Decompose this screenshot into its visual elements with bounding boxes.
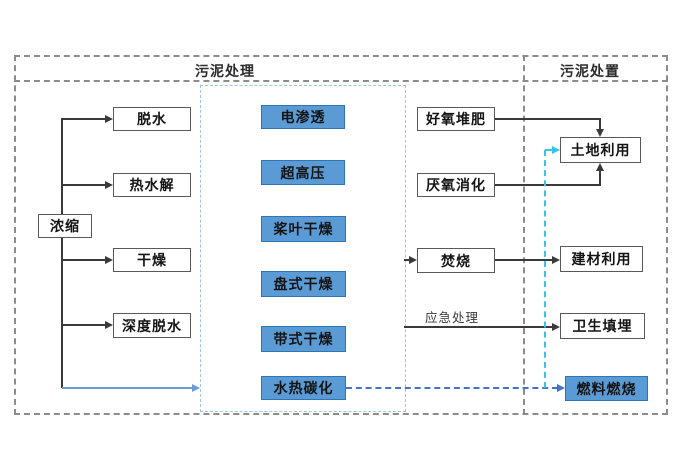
connector-compost-vertical <box>599 118 601 130</box>
arrowhead-drying <box>105 256 113 264</box>
node-sanitary-landfill: 卫生填埋 <box>560 313 645 339</box>
connector-group-incineration <box>404 259 409 261</box>
connector-incineration-building <box>495 259 552 261</box>
node-belt-drying: 带式干燥 <box>261 326 346 352</box>
connector-trunk-group-blue <box>62 387 193 389</box>
node-incineration: 焚烧 <box>417 248 495 273</box>
region-title-disposal: 污泥处置 <box>560 64 620 80</box>
arrowhead-land-use-bottom <box>596 163 604 171</box>
node-hydrothermal-carbonization: 水热碳化 <box>261 376 346 400</box>
connector-cyan-horizontal <box>545 149 553 151</box>
connector-trunk-thermal <box>62 184 105 186</box>
connector-cyan-vertical <box>544 150 546 388</box>
header-separator-line <box>14 80 668 82</box>
connector-trunk-deep-dewater <box>62 324 105 326</box>
connector-trunk-vertical <box>61 118 63 388</box>
node-land-use: 土地利用 <box>560 137 641 163</box>
arrowhead-landfill <box>552 323 560 331</box>
arrowhead-building-material <box>552 256 560 264</box>
connector-trunk-drying <box>62 259 105 261</box>
edge-label-emergency: 应急处理 <box>425 310 480 325</box>
region-divider-line <box>523 55 525 415</box>
arrowhead-incineration <box>409 256 417 264</box>
node-disc-drying: 盘式干燥 <box>261 271 346 297</box>
connector-trunk-dewater <box>62 118 105 120</box>
arrowhead-thermal <box>105 181 113 189</box>
node-thermal-hydrolysis: 热水解 <box>113 173 191 197</box>
arrowhead-dewater <box>105 115 113 123</box>
arrowhead-deep-dewater <box>105 321 113 329</box>
deep-processing-group-frame <box>200 85 406 412</box>
node-paddle-drying: 桨叶干燥 <box>261 216 346 242</box>
connector-emergency-landfill <box>404 326 552 328</box>
arrowhead-land-use-top <box>596 129 604 137</box>
diagram-outer-frame <box>14 55 668 415</box>
node-fuel-combustion: 燃料燃烧 <box>565 376 648 401</box>
arrowhead-land-use-left <box>552 146 560 154</box>
connector-digestion-horizontal <box>495 184 601 186</box>
connector-compost-horizontal <box>495 118 601 120</box>
node-deep-dewatering: 深度脱水 <box>113 313 191 338</box>
node-drying: 干燥 <box>113 248 191 272</box>
node-anaerobic-digestion: 厌氧消化 <box>417 173 495 197</box>
node-dewatering: 脱水 <box>113 107 191 131</box>
node-aerobic-composting: 好氧堆肥 <box>417 107 495 131</box>
arrowhead-group-blue <box>192 384 200 392</box>
region-title-treatment: 污泥处理 <box>195 64 255 80</box>
node-building-material-use: 建材利用 <box>560 246 643 272</box>
node-ultra-high-pressure: 超高压 <box>261 160 345 185</box>
node-concentration: 浓缩 <box>38 214 92 238</box>
connector-digestion-vertical <box>599 171 601 186</box>
arrowhead-fuel-combustion <box>557 384 565 392</box>
node-electro-osmosis: 电渗透 <box>261 105 345 129</box>
connector-htc-fuel-dashed <box>346 387 558 389</box>
